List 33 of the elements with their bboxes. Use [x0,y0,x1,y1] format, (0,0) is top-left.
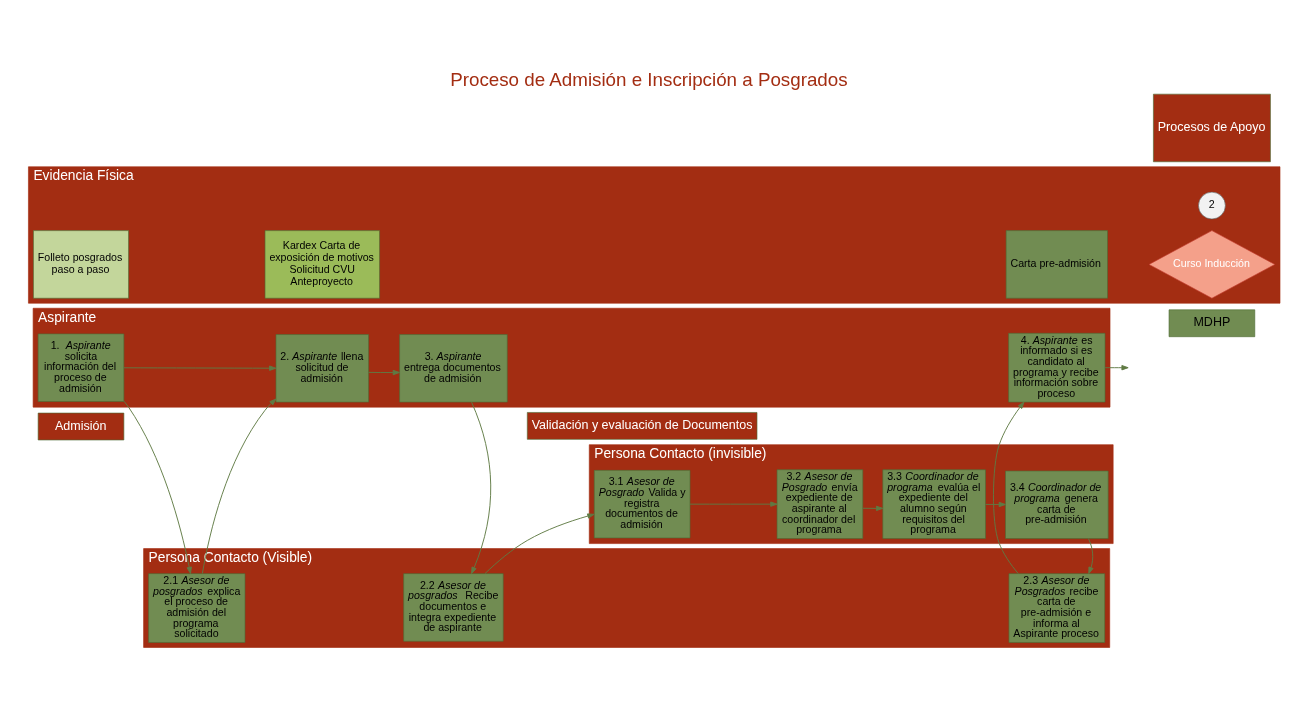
node-box: Carta pre-admisión [1005,230,1108,299]
node-box: 3.3 Coordinador de programa evalúa el expediente del alumno según requisitos del programa [882,469,986,539]
arrow [993,401,1025,574]
arrow [862,505,884,512]
node-box: Procesos de Apoyo [1153,93,1271,163]
node-diamond: Curso Inducción [1148,230,1276,299]
node-box: 2.2 Asesor de posgrados Recibe documentos e integra expediente de aspirante [403,573,504,642]
diagram-title: Proceso de Admisión e Inscripción a Posgrados [450,69,848,91]
arrow [1104,365,1129,371]
arrow [1088,538,1094,575]
arrow [471,401,492,575]
node-circle: 2 [1198,191,1226,220]
node-box: 3.1 Asesor de Posgrado Valida y registra documentos de admisión [593,470,691,539]
node-box: 2.1 Asesor de posgrados explica el proceso de admisión del programa solicitado [148,573,246,643]
arrow [201,398,277,574]
node-box: 3. Aspirante entrega documentos de admisión [399,334,508,403]
arrow [123,365,277,371]
node-box: 3.4 Coordinador de programa genera carta de pre-admisión [1005,470,1109,539]
node-box: Admisión [37,412,125,441]
node-box: 4. Aspirante es informado si es candidato al programa y recibe información sobre proceso [1008,332,1106,403]
node-box: MDHP [1168,309,1256,338]
node-box: Folleto posgrados paso a paso [33,230,129,299]
node-box: 1. Aspirante solicita información del proceso de admisión [37,333,125,402]
arrow [689,501,778,507]
arrow [368,369,400,376]
node-box: 3.2 Asesor de Posgrado envía expediente de aspirante al coordinador del programa [776,469,864,539]
node-box: Kardex Carta de exposición de motivos Solicitud CVU Anteproyecto [264,230,380,299]
node-box: Validación y evaluación de Documentos [526,412,758,440]
arrow [123,400,192,574]
arrow [484,513,595,575]
node-box: 2.3 Asesor de Posgrados recibe carta de pre-admisión e informa al Aspirante proceso [1008,573,1106,643]
arrow [985,501,1006,508]
node-box: 2. Aspirante llena solicitud de admisión [275,334,369,403]
